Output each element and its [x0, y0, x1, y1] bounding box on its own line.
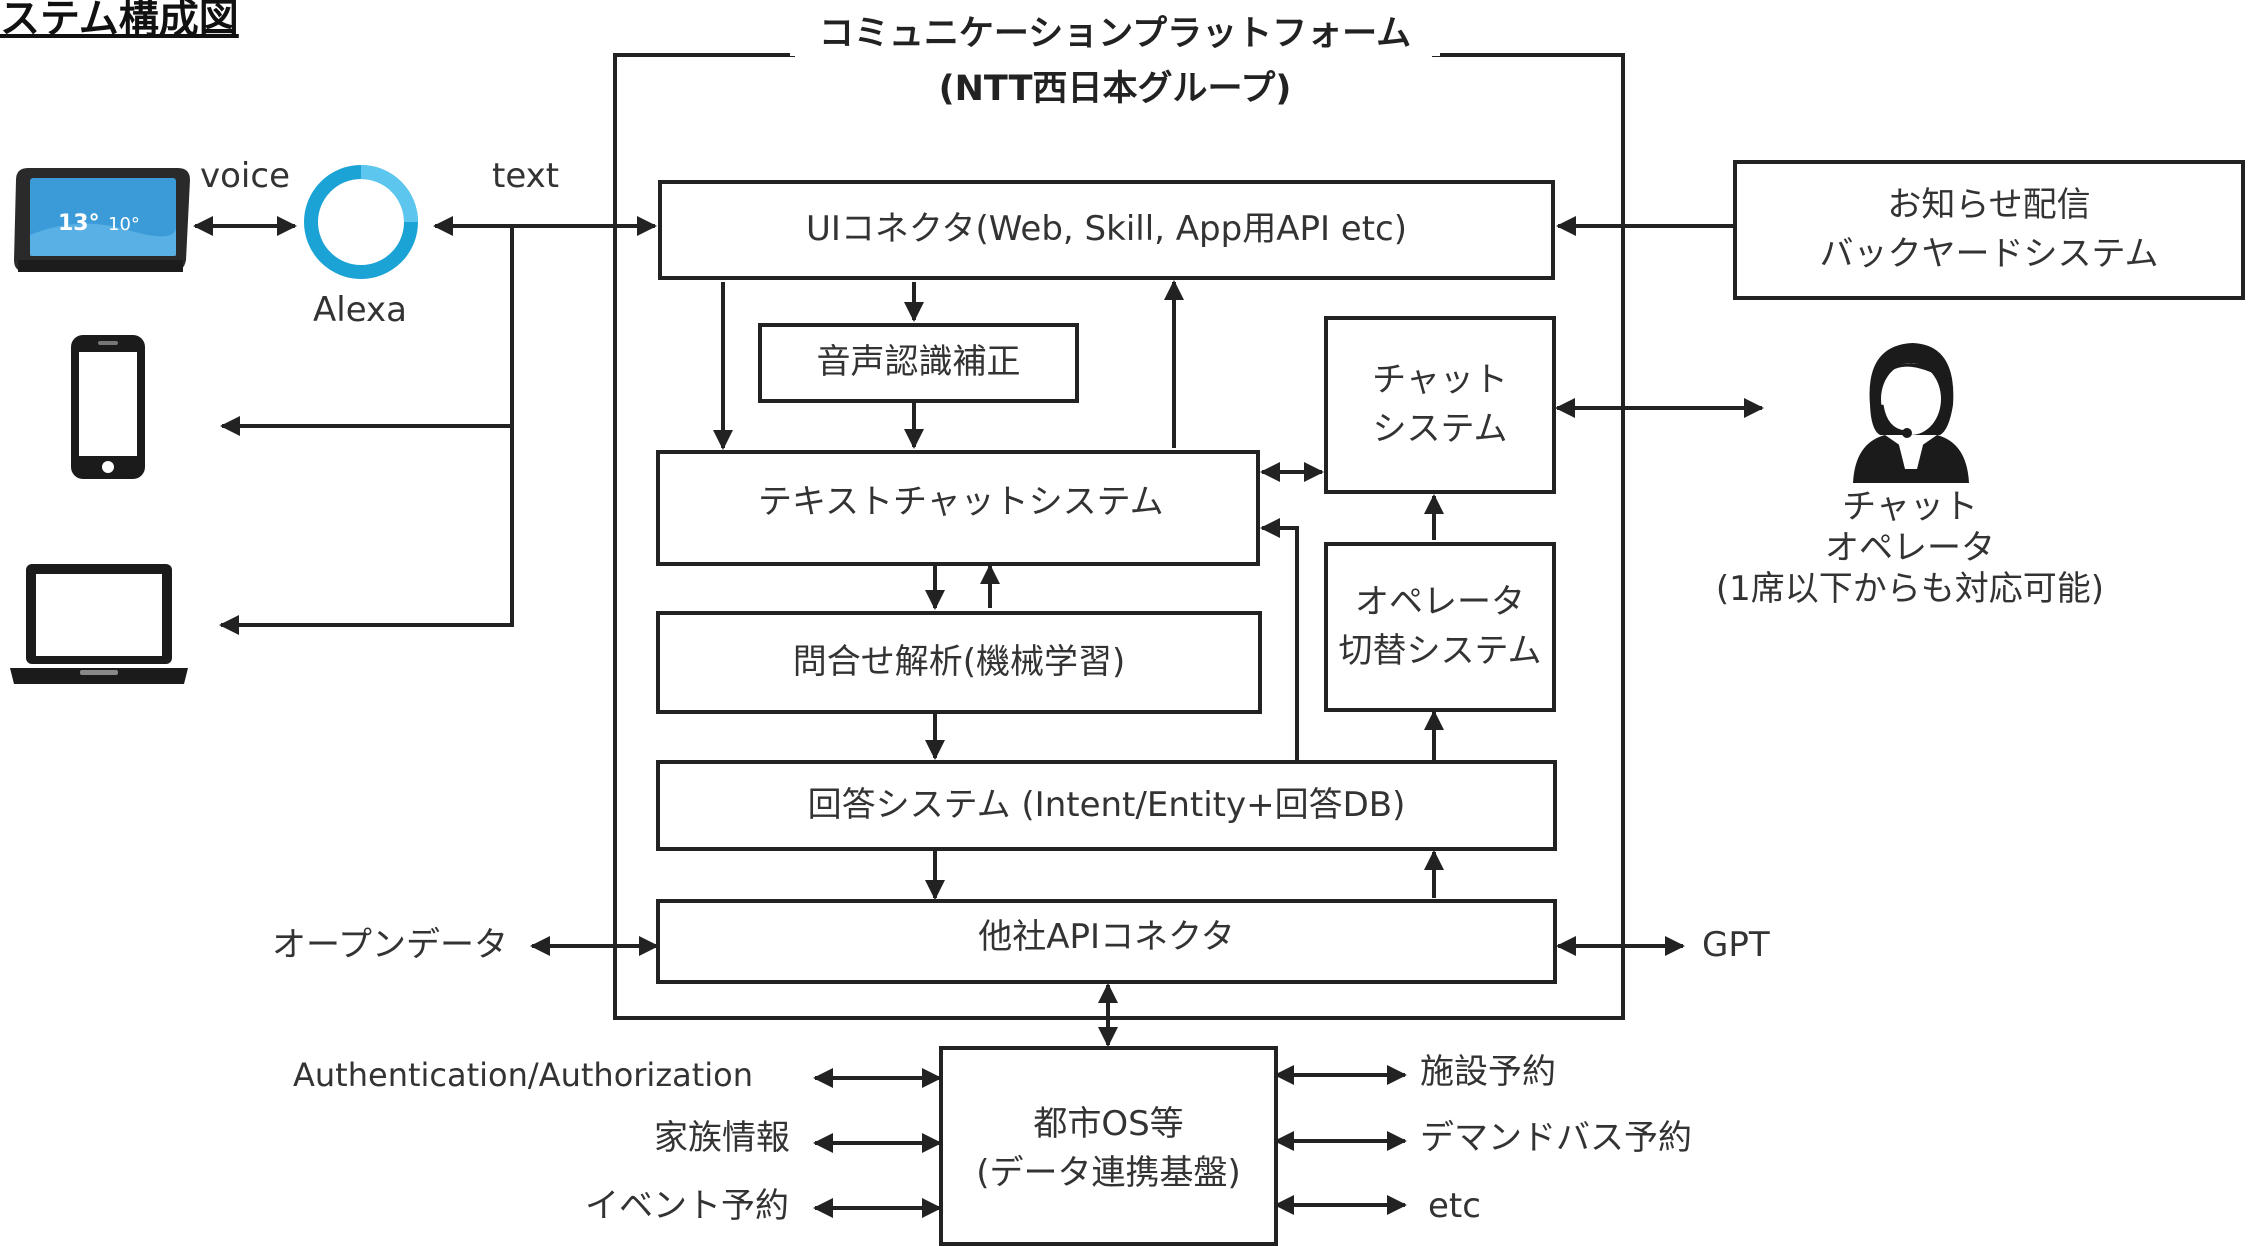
- alexa-icon: [297, 160, 425, 288]
- platform-frame: [613, 53, 1625, 1020]
- voice-label: voice: [200, 156, 290, 196]
- platform-title: コミュニケーションプラットフォーム: [790, 5, 1440, 56]
- svg-text:13°: 13°: [58, 211, 100, 236]
- page-title: ステム構成図: [0, 0, 239, 42]
- text-chat-box: テキストチャットシステム: [656, 450, 1260, 566]
- gpt-label: GPT: [1702, 925, 1770, 965]
- svg-text:10°: 10°: [108, 214, 140, 235]
- chat-operator-icon: [1845, 335, 1975, 485]
- speech-correction-box: 音声認識補正: [758, 323, 1079, 403]
- chat-operator-label: チャット オペレータ (1席以下からも対応可能): [1715, 487, 2105, 609]
- demand-bus-label: デマンドバス予約: [1420, 1118, 1692, 1158]
- ui-connector-box: UIコネクタ(Web, Skill, App用API etc): [658, 180, 1555, 280]
- smartphone-icon: [68, 332, 148, 482]
- facility-reservation-label: 施設予約: [1420, 1052, 1556, 1092]
- echo-show-icon: 13° 10°: [8, 160, 193, 275]
- device-bus: [222, 226, 514, 627]
- text-label: text: [492, 156, 560, 196]
- alexa-label: Alexa: [313, 290, 407, 330]
- laptop-icon: [8, 560, 190, 688]
- chat-system-box: チャット システム: [1324, 316, 1556, 494]
- other-api-connector-box: 他社APIコネクタ: [656, 899, 1557, 984]
- notice-backyard-box: お知らせ配信 バックヤードシステム: [1733, 160, 2245, 300]
- city-os-box: 都市OS等 (データ連携基盤): [939, 1046, 1278, 1246]
- family-info-label: 家族情報: [654, 1118, 790, 1158]
- inquiry-analysis-box: 問合せ解析(機械学習): [656, 611, 1262, 714]
- platform-owner: (NTT西日本グループ): [938, 69, 1292, 109]
- operator-switch-box: オペレータ 切替システム: [1324, 542, 1556, 712]
- answer-system-box: 回答システム (Intent/Entity+回答DB): [656, 760, 1557, 851]
- etc-label: etc: [1428, 1186, 1481, 1226]
- event-reservation-label: イベント予約: [585, 1186, 789, 1226]
- auth-label: Authentication/Authorization: [293, 1056, 754, 1094]
- open-data-label: オープンデータ: [272, 925, 508, 965]
